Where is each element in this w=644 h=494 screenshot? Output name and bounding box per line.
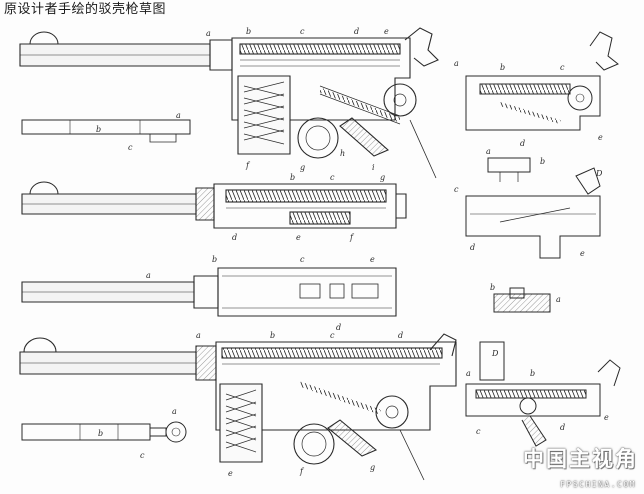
figure-top-view: a b c d e (21, 255, 397, 332)
figure-barrel-extension-detail: b a c (21, 111, 191, 152)
svg-text:a: a (454, 59, 459, 68)
svg-text:D: D (595, 169, 603, 178)
svg-text:a: a (172, 407, 177, 416)
svg-text:b: b (212, 255, 217, 264)
figure-side-section-top: a b c d e f g h i (19, 27, 439, 179)
svg-text:f: f (349, 233, 355, 242)
svg-text:c: c (128, 143, 133, 152)
svg-text:g: g (380, 173, 385, 182)
figure-trigger-group: a b c d e D (454, 147, 603, 259)
svg-text:e: e (296, 233, 301, 242)
svg-text:a: a (486, 147, 491, 156)
svg-text:e: e (604, 413, 609, 422)
svg-text:a: a (176, 111, 181, 120)
svg-text:a: a (466, 369, 471, 378)
svg-text:h: h (340, 149, 345, 158)
svg-text:f: f (299, 467, 305, 476)
svg-text:d: d (560, 423, 565, 432)
svg-text:e: e (580, 249, 585, 258)
svg-text:b: b (96, 125, 101, 134)
svg-text:d: d (232, 233, 237, 242)
watermark-chinese-text: 中国主视角 (523, 447, 638, 471)
svg-text:d: d (520, 139, 525, 148)
figure-lock-mechanism: a b c d e (454, 31, 619, 148)
watermark-site-text: FPSCHINA.COM (560, 480, 636, 489)
svg-text:c: c (140, 451, 145, 460)
svg-text:c: c (330, 173, 335, 182)
svg-text:a: a (196, 331, 201, 340)
svg-text:c: c (330, 331, 335, 340)
page-title: 原设计者手绘的驳壳枪草图 (4, 2, 167, 17)
svg-text:a: a (146, 271, 151, 280)
svg-text:g: g (300, 163, 305, 172)
svg-text:e: e (384, 27, 389, 36)
svg-text:c: c (560, 63, 565, 72)
svg-text:b: b (490, 283, 495, 292)
svg-text:e: e (370, 255, 375, 264)
svg-text:c: c (300, 27, 305, 36)
svg-text:f: f (245, 161, 251, 170)
svg-text:d: d (470, 243, 475, 252)
site-watermark: 中国主视角 FPSCHINA.COM (523, 446, 640, 492)
figure-small-part: ab (490, 283, 561, 313)
svg-text:D: D (491, 349, 499, 358)
svg-text:b: b (98, 429, 103, 438)
svg-text:c: c (454, 185, 459, 194)
svg-text:e: e (598, 133, 603, 142)
svg-text:b: b (246, 27, 251, 36)
svg-text:a: a (206, 29, 211, 38)
svg-text:i: i (372, 163, 375, 172)
svg-text:b: b (530, 369, 535, 378)
svg-text:b: b (500, 63, 505, 72)
svg-text:b: b (540, 157, 545, 166)
svg-text:b: b (270, 331, 275, 340)
svg-text:d: d (336, 323, 341, 332)
figure-side-section-bottom: a b c d e f g (19, 331, 457, 481)
svg-text:d: d (398, 331, 403, 340)
figure-hammer-assembly: Da b c d e (465, 341, 621, 447)
figure-side-section-middle: b c d e f g (21, 173, 407, 242)
svg-text:c: c (476, 427, 481, 436)
svg-text:e: e (228, 469, 233, 478)
svg-text:d: d (354, 27, 359, 36)
figure-firing-pin-detail: b a c (21, 407, 187, 460)
svg-text:g: g (370, 463, 375, 472)
svg-text:c: c (300, 255, 305, 264)
svg-text:a: a (556, 295, 561, 304)
svg-text:b: b (290, 173, 295, 182)
